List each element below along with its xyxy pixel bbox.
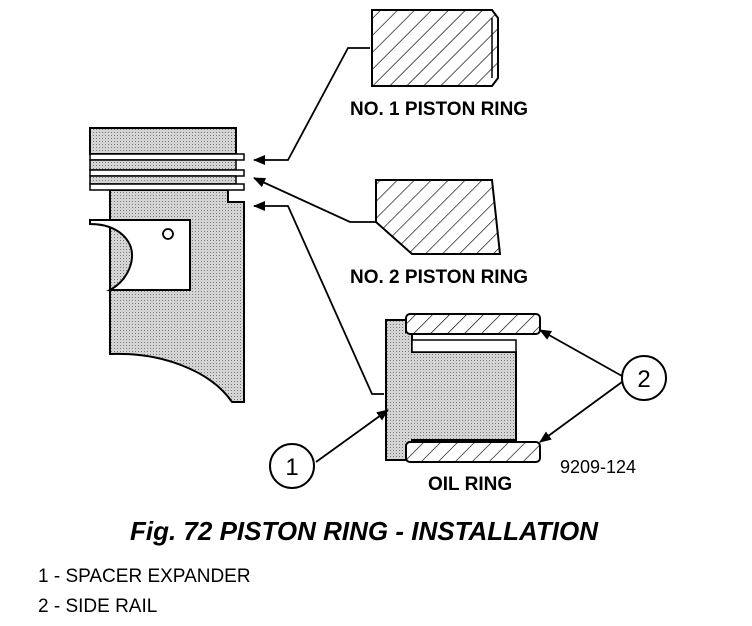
ring-groove-2	[89, 169, 245, 177]
callout2-leader-top	[539, 329, 623, 377]
ring1-label: NO. 1 PISTON RING	[350, 99, 528, 120]
piston-crown	[89, 127, 237, 155]
callout-2-circle	[621, 355, 667, 401]
ring2-leader	[253, 177, 376, 223]
side-rail-bottom	[405, 441, 541, 463]
pin-boss	[89, 219, 191, 291]
callout-1-circle	[269, 443, 315, 489]
callout1-leader	[315, 409, 389, 463]
callout-1-number: 1	[285, 454, 298, 481]
ring2-section	[375, 179, 502, 255]
ring-land-1	[89, 159, 237, 171]
figure-code: 9209-124	[560, 457, 636, 477]
oil-hole	[162, 228, 174, 240]
side-rail-top	[405, 313, 541, 335]
ring-groove-3	[89, 183, 245, 191]
ring2-label: NO. 2 PISTON RING	[350, 267, 528, 288]
legend-item-1: 1 - SPACER EXPANDER	[38, 566, 251, 587]
legend-item-2: 2 - SIDE RAIL	[38, 596, 158, 617]
callout-2-number: 2	[637, 366, 650, 393]
ring-land-2	[89, 175, 237, 185]
ring-groove-1	[89, 153, 245, 161]
oil-ring-leader	[253, 201, 384, 395]
oil-ring-assembly	[385, 313, 541, 463]
figure-caption: Fig. 72 PISTON RING - INSTALLATION	[130, 516, 599, 546]
ring1-leader	[253, 47, 370, 165]
piston	[89, 127, 245, 403]
oil-ring-label: OIL RING	[428, 474, 512, 495]
callout2-leader-bottom	[539, 381, 623, 443]
ring1-section	[371, 9, 499, 87]
expander-inner	[411, 339, 517, 353]
